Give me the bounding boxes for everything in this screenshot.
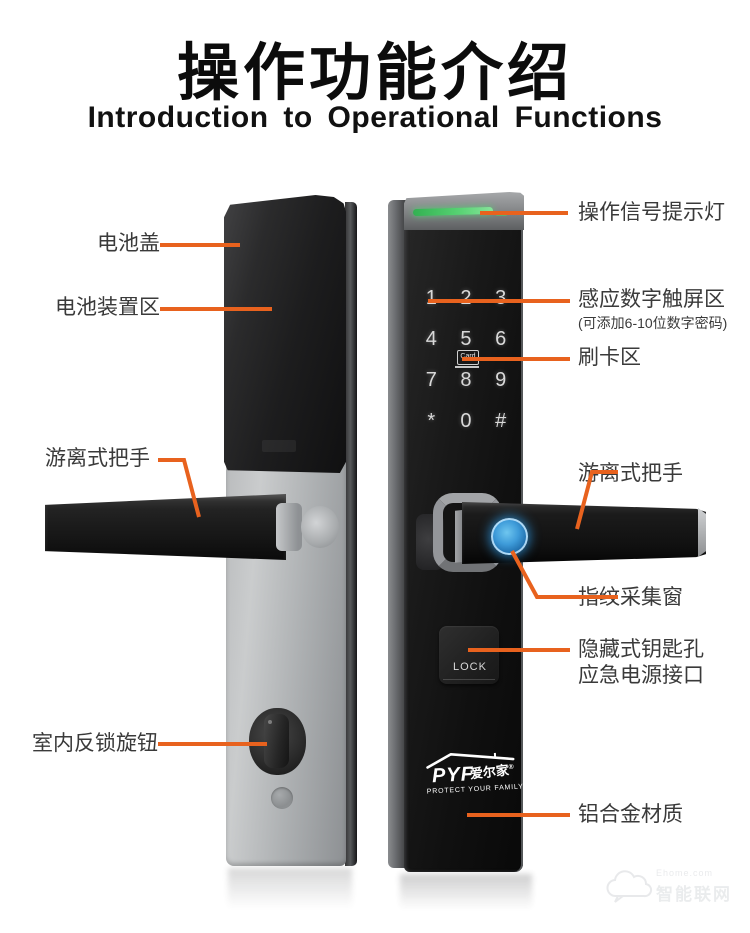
label-card: 刷卡区	[578, 346, 641, 369]
lock-front-side-edge	[388, 200, 406, 868]
key-6: 6	[495, 328, 507, 350]
lock-back-reflection	[228, 868, 352, 916]
lock-back-handle-neck	[276, 503, 302, 551]
keyhole-cover-label: LOCK	[453, 661, 487, 673]
card-reader-icon: Card	[457, 350, 479, 365]
lock-back-handle-hub	[301, 506, 339, 548]
label-knob: 室内反锁旋钮	[32, 732, 158, 755]
lock-front-reflection	[400, 874, 532, 916]
label-handle-right: 游离式把手	[578, 462, 683, 485]
key-3: 3	[495, 287, 507, 309]
fingerprint-sensor-icon	[491, 518, 528, 555]
led-indicator-tail	[495, 211, 508, 216]
battery-cover-emboss	[262, 440, 296, 452]
screw-hole	[271, 787, 293, 809]
key-0: 0	[460, 410, 472, 432]
label-keyhole: 隐藏式钥匙孔 应急电源接口	[578, 637, 704, 689]
label-keyhole-line1: 隐藏式钥匙孔	[578, 638, 704, 661]
lock-back-side-edge	[345, 202, 357, 866]
handle-end-cap	[698, 508, 706, 557]
battery-cover	[224, 195, 346, 473]
key-2: 2	[460, 287, 472, 309]
key-star: *	[427, 410, 436, 432]
label-battery-cover: 电池盖	[97, 232, 160, 255]
label-handle-left: 游离式把手	[45, 447, 150, 470]
site-watermark: Ehome.com 智能联网	[604, 862, 750, 920]
key-5: 5	[460, 328, 472, 350]
watermark-text: 智能联网	[656, 885, 732, 904]
key-4: 4	[425, 328, 437, 350]
label-battery-area: 电池装置区	[55, 296, 160, 319]
keyhole-cover	[439, 626, 499, 684]
roof-icon	[426, 752, 515, 769]
label-fingerprint: 指纹采集窗	[578, 586, 683, 609]
brand-logo-cn: 爱尔家®	[469, 762, 515, 782]
brand-logo: PYF 爱尔家® PROTECT YOUR FAMILY	[425, 747, 527, 802]
page-subtitle: Introduction to Operational Functions	[87, 101, 663, 134]
key-7: 7	[425, 369, 437, 391]
label-material: 铝合金材质	[578, 803, 683, 826]
label-keypad-sub: (可添加6-10位数字密码)	[578, 315, 728, 331]
page-title: 操作功能介绍	[176, 39, 573, 108]
key-hash: #	[495, 410, 507, 432]
touch-keypad: 1 2 3 4 5 6 7 8 9 * 0 #	[414, 278, 518, 442]
key-9: 9	[495, 369, 507, 391]
deadbolt-knob-dot	[268, 720, 272, 724]
cloud-icon	[606, 870, 653, 903]
key-8: 8	[460, 369, 472, 391]
brand-logo-text: PYF	[431, 763, 475, 788]
watermark-url: Ehome.com	[656, 868, 714, 878]
card-reader-underline	[455, 366, 479, 368]
label-keypad: 感应数字触屏区	[578, 288, 725, 311]
label-keyhole-line2: 应急电源接口	[578, 664, 704, 687]
keyhole-cover-seam	[443, 679, 495, 680]
registered-mark: ®	[508, 763, 515, 772]
label-led: 操作信号提示灯	[578, 201, 725, 224]
lock-back-handle	[45, 494, 286, 560]
key-1: 1	[425, 287, 437, 309]
